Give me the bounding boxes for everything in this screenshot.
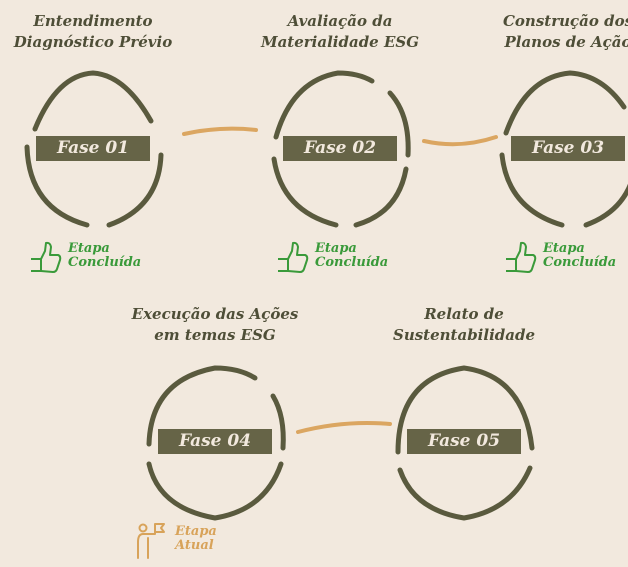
phase-5: Relato de Sustentabilidade Fase 05	[374, 304, 554, 544]
phase-title: Entendimento Diagnóstico Prévio	[13, 12, 173, 51]
phase-label: Fase 01	[36, 136, 150, 161]
status-text: Etapa Atual	[175, 524, 217, 553]
status-completed: Etapa Concluída	[28, 239, 178, 279]
phase-title: Execução das Ações em temas ESG	[131, 305, 299, 344]
phase-label: Fase 05	[407, 429, 521, 454]
thumbs-up-icon	[278, 241, 309, 273]
phase-2: Avaliação da Materialidade ESG Fase 02 E…	[250, 11, 430, 281]
status-current: Etapa Atual	[135, 522, 285, 562]
phase-1: Entendimento Diagnóstico Prévio Fase 01 …	[3, 11, 183, 281]
phase-4: Execução das Ações em temas ESG Fase 04 …	[125, 304, 305, 567]
phase-ring	[260, 59, 420, 239]
status-completed: Etapa Concluída	[275, 239, 425, 279]
phase-ring	[135, 352, 295, 532]
phase-3: Construção dos Planos de Ação Fase 03 Et…	[478, 11, 628, 281]
phase-label: Fase 02	[283, 136, 397, 161]
status-text: Etapa Concluída	[543, 241, 617, 270]
phase-title: Avaliação da Materialidade ESG	[260, 12, 420, 51]
connector-4-5	[296, 421, 392, 434]
phase-label: Fase 03	[511, 136, 625, 161]
connector-2-3	[422, 135, 498, 147]
phase-ring	[384, 352, 544, 532]
phase-ring	[488, 59, 628, 239]
phase-title: Construção dos Planos de Ação	[502, 12, 628, 51]
status-text: Etapa Concluída	[68, 241, 142, 270]
thumbs-up-icon	[31, 241, 62, 273]
phase-ring	[13, 59, 173, 239]
phase-title: Relato de Sustentabilidade	[392, 305, 536, 344]
person-flag-icon	[137, 523, 165, 559]
status-completed: Etapa Concluída	[503, 239, 628, 279]
phase-label: Fase 04	[158, 429, 272, 454]
connector-1-2	[182, 126, 258, 136]
thumbs-up-icon	[506, 241, 537, 273]
status-text: Etapa Concluída	[315, 241, 389, 270]
